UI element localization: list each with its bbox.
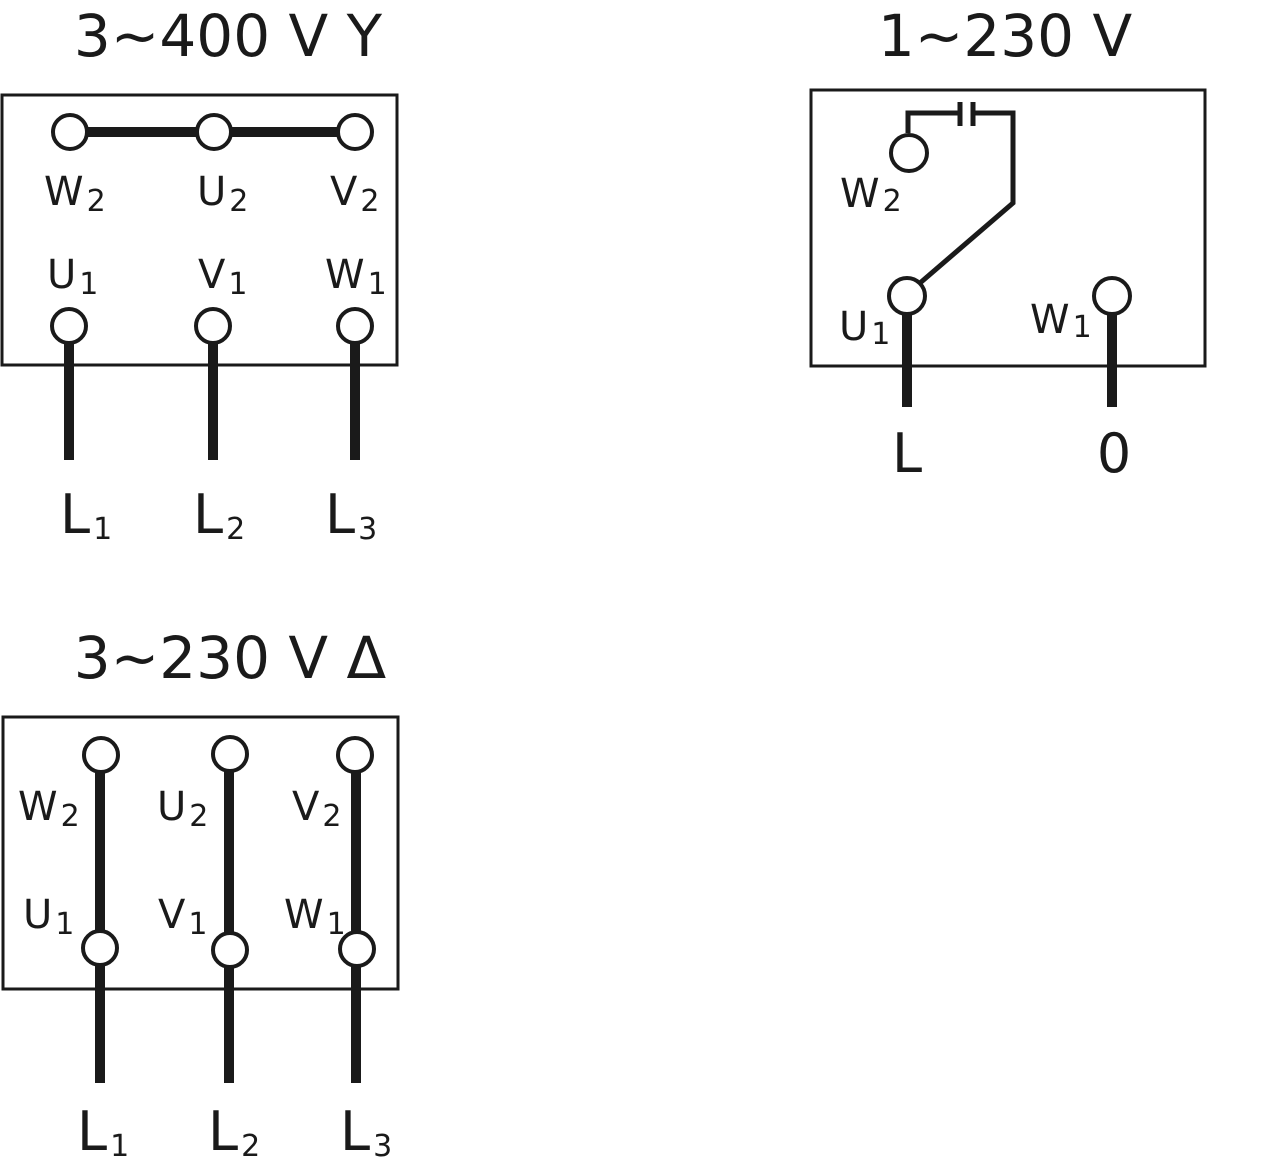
terminal-w1 (338, 930, 376, 968)
single-phase-terminal-box (809, 88, 1207, 368)
delta-terminal-box (1, 715, 400, 991)
capacitor-lead-left (905, 110, 958, 133)
terminal-w2 (51, 113, 89, 151)
star-title: 3~400 V Y (74, 2, 383, 70)
terminal-w1 (336, 307, 374, 345)
star-terminal-box (0, 93, 399, 367)
terminal-u1 (887, 276, 927, 316)
single-phase-title: 1~230 V (878, 2, 1133, 70)
terminal-v2 (336, 113, 374, 151)
label-neutral-0: 0 (1097, 422, 1131, 485)
terminal-v1 (211, 931, 249, 969)
terminal-v2 (336, 736, 374, 774)
terminal-u2 (211, 735, 249, 773)
terminal-v1 (194, 307, 232, 345)
terminal-u2 (195, 113, 233, 151)
terminal-w2 (889, 133, 929, 173)
terminal-u1 (81, 929, 119, 967)
delta-title: 3~230 V Δ (74, 624, 387, 692)
label-line-l: L (892, 422, 922, 485)
terminal-w2 (82, 736, 120, 774)
terminal-w1 (1092, 276, 1132, 316)
capacitor-lead-right (918, 110, 1016, 285)
terminal-u1 (50, 307, 88, 345)
